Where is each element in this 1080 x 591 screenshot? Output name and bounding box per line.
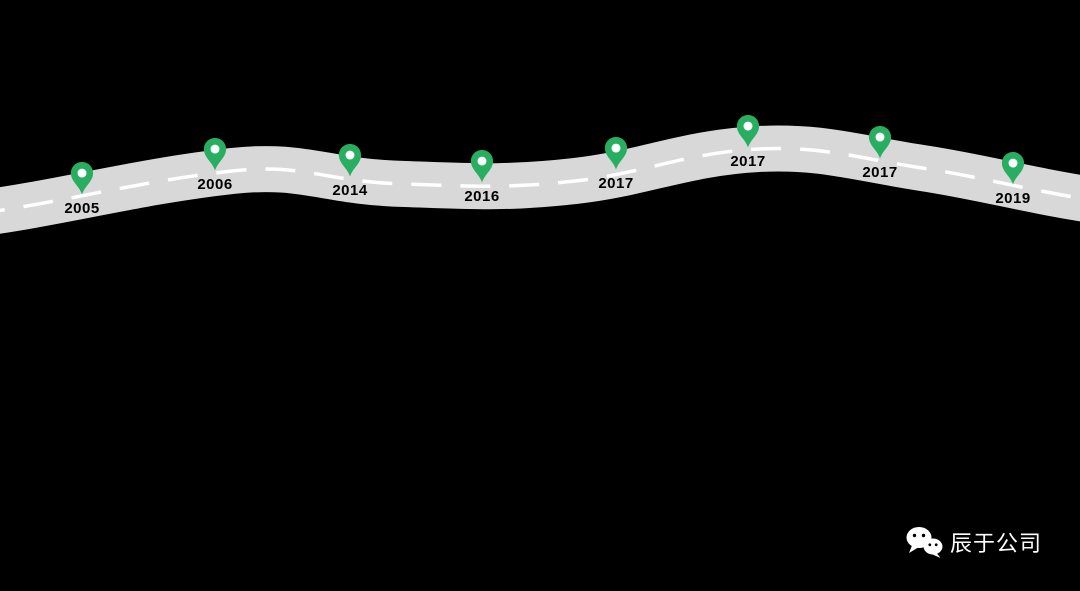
- brand-footer: 辰于公司: [905, 525, 1042, 559]
- brand-name: 辰于公司: [949, 531, 1042, 556]
- location-pin-icon: [736, 115, 760, 148]
- location-pin-icon: [470, 150, 494, 183]
- location-pin-icon: [604, 137, 628, 170]
- milestone-year: 2016: [464, 188, 500, 205]
- location-pin-icon: [1001, 152, 1025, 185]
- milestone-year: 2017: [730, 153, 766, 170]
- wechat-icon: [906, 527, 943, 558]
- milestone-year: 2006: [197, 176, 233, 193]
- location-pin-icon: [203, 138, 227, 171]
- location-pin-icon: [868, 126, 892, 159]
- milestone-year: 2005: [64, 200, 100, 217]
- milestone-year: 2017: [598, 175, 634, 192]
- location-pin-icon: [338, 144, 362, 177]
- milestone-year: 2014: [332, 182, 368, 199]
- milestone-year: 2017: [862, 164, 898, 181]
- road-lane-line: [0, 146, 1080, 213]
- milestone-year: 2019: [995, 190, 1031, 207]
- location-pin-icon: [70, 162, 94, 195]
